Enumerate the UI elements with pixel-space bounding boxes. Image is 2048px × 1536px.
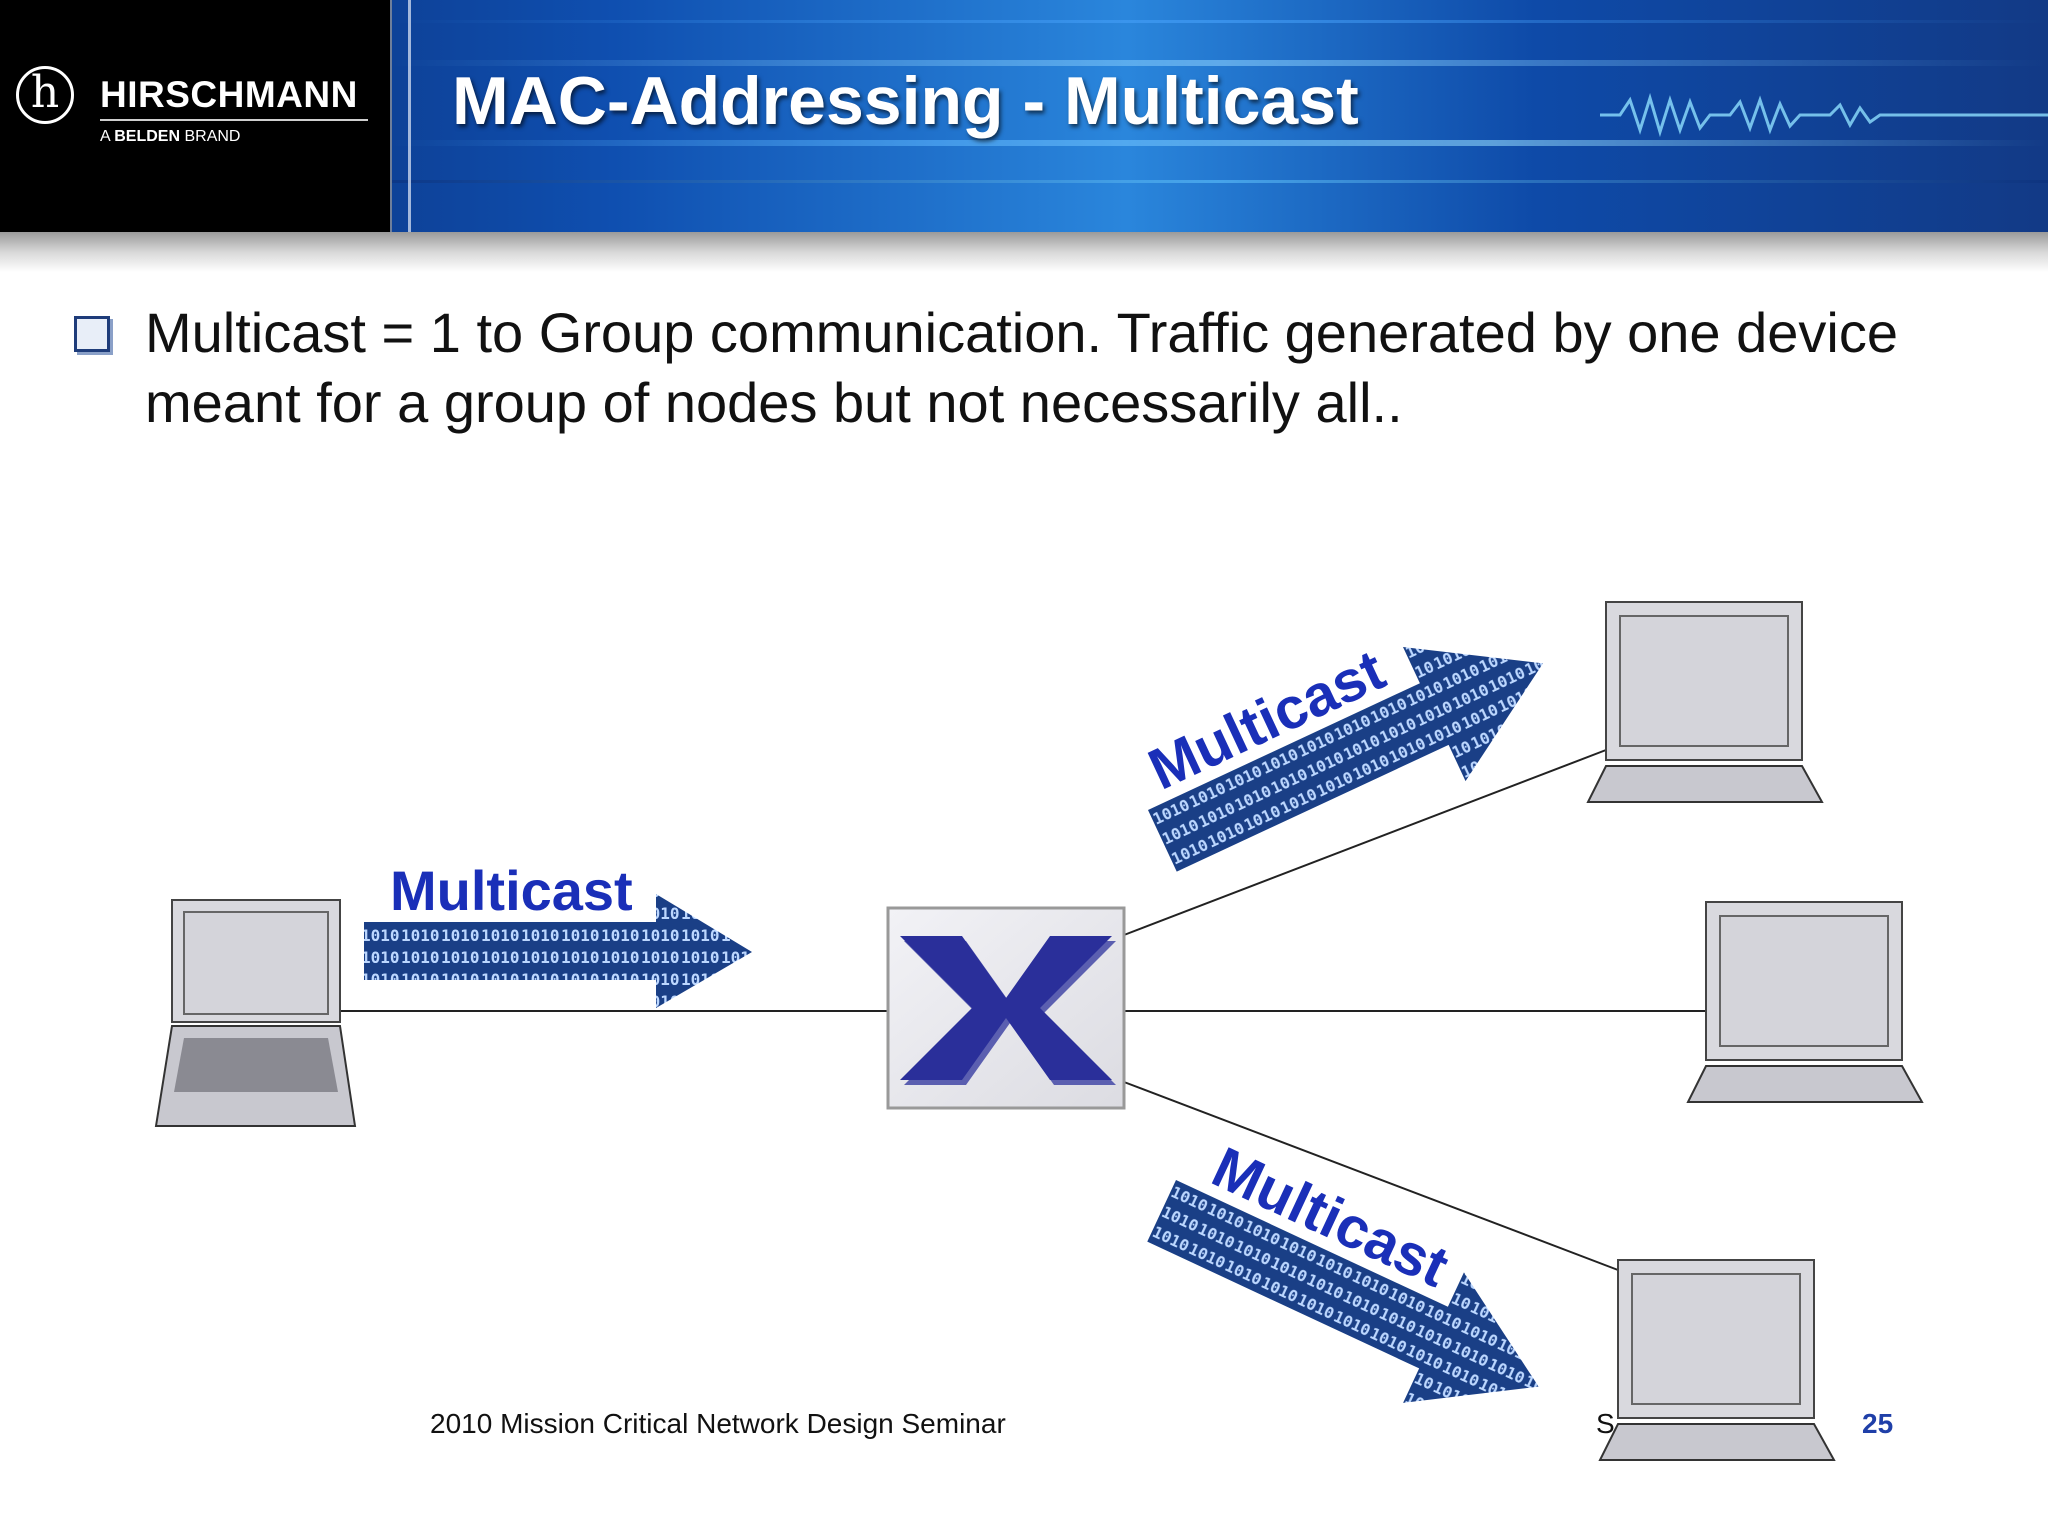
waveform-decoration [1600,92,2048,138]
hirschmann-logo-icon: h [16,66,74,124]
switch-icon [886,906,1126,1110]
bullet-text: Multicast = 1 to Group communication. Tr… [145,301,1899,434]
checkbox-bullet-icon [74,316,110,352]
logo-divider [408,0,411,232]
multicast-arrow-up: Multicast [1139,637,1544,872]
header-shadow [0,232,2048,272]
logo-block: h HIRSCHMANN A BELDEN BRAND [0,0,392,232]
multicast-arrow-left: Multicast [364,859,752,1008]
footer-partial-text: S [1596,1408,1615,1439]
receiver-laptop-bottom-icon [1598,1259,1836,1461]
multicast-arrow-down: Multicast [1147,1135,1539,1403]
multicast-label-left: Multicast [390,859,633,922]
brand-rule [100,119,368,121]
link-top [1123,749,1607,936]
brand-tagline-bold: BELDEN [114,128,181,145]
sender-laptop-icon [154,899,357,1127]
brand-tagline-suffix: BRAND [180,128,241,145]
footer-seminar: 2010 Mission Critical Network Design Sem… [430,1408,1006,1439]
brand-name: HIRSCHMANN [100,74,358,115]
slide-title: MAC-Addressing - Multicast [452,63,1359,139]
receiver-laptop-top-icon [1586,601,1824,803]
page-number: 25 [1862,1408,1894,1439]
link-bottom [1123,1081,1619,1271]
brand-tagline-prefix: A [100,128,115,145]
brand-tagline: A BELDEN BRAND [100,128,240,146]
receiver-laptop-middle-icon [1686,901,1924,1103]
